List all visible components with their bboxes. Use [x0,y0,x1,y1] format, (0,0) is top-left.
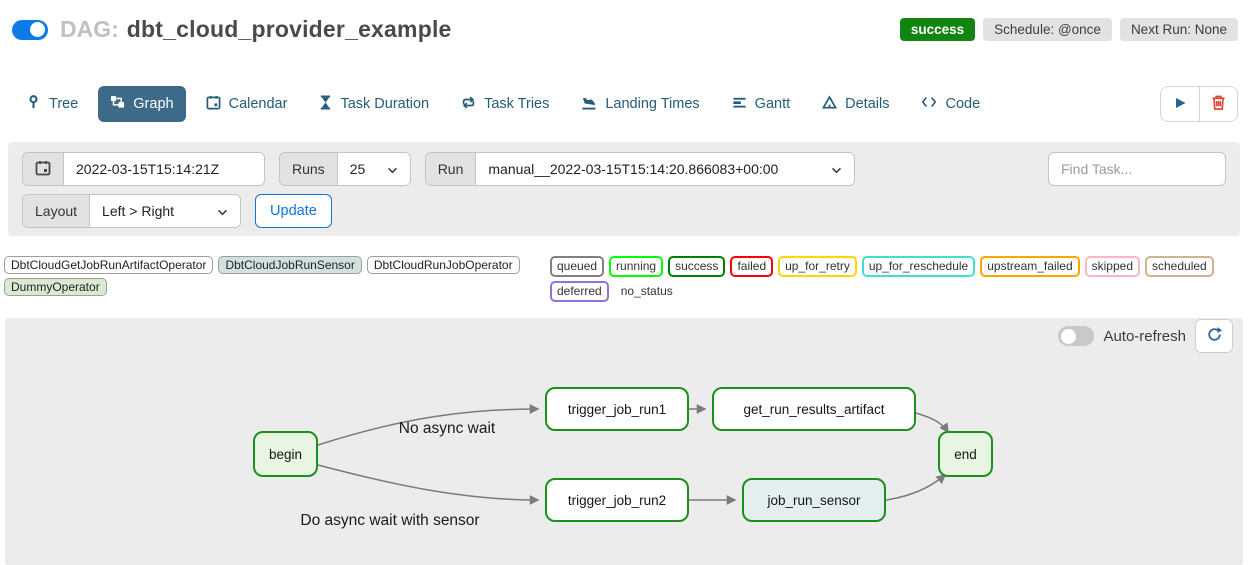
edge-begin-trigger_job_run2 [317,464,540,505]
task-node-end[interactable]: end [938,431,993,477]
tab-calendar[interactable]: Calendar [194,86,300,122]
play-icon [1172,95,1188,114]
graph-icon [110,95,125,114]
schedule-badge: Schedule: @once [983,18,1112,41]
status-legend-badge: success [668,256,726,277]
toggle-knob [30,22,45,37]
status-badge: success [899,18,976,41]
edge-begin-trigger_job_run1 [317,404,540,446]
dag-header: DAG: dbt_cloud_provider_example success … [12,16,1238,43]
status-legend-badge: skipped [1084,256,1140,277]
layout-label: Layout [23,195,91,227]
task-node-trigger_job_run1[interactable]: trigger_job_run1 [545,387,689,431]
view-tabbar: Tree Graph Calendar Task Duration Task T… [14,86,1238,122]
status-legend-badge: up_for_reschedule [861,256,976,277]
tab-details[interactable]: Details [810,86,901,122]
status-legend-badge: running [609,256,664,277]
status-legend-badge: deferred [550,281,609,302]
task-node-get_run_results_artifact[interactable]: get_run_results_artifact [712,387,916,431]
tree-icon [26,94,41,114]
status-legend-badge: failed [730,256,774,277]
layout-select[interactable]: Left > Right [90,195,241,227]
chevron-down-icon [217,203,228,219]
base-date-group [22,152,265,186]
run-group: Run manual__2022-03-15T15:14:20.866083+0… [424,152,856,186]
edge-job_run_sensor-end [885,474,947,501]
edge-label: Do async wait with sensor [300,512,480,529]
tab-code[interactable]: Code [909,86,992,122]
base-date-input[interactable] [64,153,264,185]
edge-label: No async wait [398,420,496,437]
run-label: Run [425,153,477,185]
toggle-knob [1061,328,1077,344]
calendar-icon [206,95,221,114]
dag-graph-panel: Auto-refresh begin trigger_job_run1 get_ru… [5,318,1243,565]
page-title: dbt_cloud_provider_example [126,16,452,42]
hourglass-icon [319,95,332,114]
dag-run-select[interactable]: manual__2022-03-15T15:14:20.866083+00:00 [476,153,855,185]
edge-layer [317,404,949,505]
status-legend-badge: no_status [620,284,673,298]
status-legend-badge: up_for_retry [778,256,857,277]
operator-legend-badge: DbtCloudRunJobOperator [366,256,520,274]
status-legend-badge: upstream_failed [980,256,1080,277]
gantt-icon [732,95,747,114]
calendar-addon [23,153,64,185]
refresh-icon [1206,326,1223,346]
auto-refresh-controls: Auto-refresh [1058,318,1233,354]
tab-tree[interactable]: Tree [14,86,90,122]
dag-action-buttons [1160,86,1238,122]
dag-pause-toggle[interactable] [12,19,48,40]
details-icon [822,94,838,114]
update-button[interactable]: Update [255,194,332,228]
tab-task-tries[interactable]: Task Tries [449,86,561,122]
auto-refresh-label: Auto-refresh [1103,327,1186,345]
layout-group: Layout Left > Right [22,194,242,228]
tab-gantt[interactable]: Gantt [720,86,802,122]
chevron-down-icon [831,161,842,177]
graph-filter-bar: Runs 25 Run manual__2022-03-15T15:14:20.… [8,142,1240,236]
filter-row-1: Runs 25 Run manual__2022-03-15T15:14:20.… [22,152,1226,186]
dag-prefix-label: DAG: [60,16,119,42]
trigger-dag-button[interactable] [1161,87,1199,121]
operator-legend-badge: DummyOperator [4,278,107,296]
task-node-trigger_job_run2[interactable]: trigger_job_run2 [545,478,689,522]
tab-landing-times[interactable]: Landing Times [569,86,711,122]
find-task-input[interactable] [1048,152,1226,186]
repeat-icon [461,95,476,114]
next-run-badge: Next Run: None [1119,18,1238,41]
filter-row-2: Layout Left > Right Update [22,194,1226,228]
landing-plane-icon [581,95,597,114]
delete-dag-button[interactable] [1199,87,1237,121]
status-legend-badge: scheduled [1145,256,1214,277]
refresh-button[interactable] [1195,319,1233,353]
calendar-icon [35,160,51,179]
chevron-down-icon [387,161,398,177]
tab-task-duration[interactable]: Task Duration [307,86,441,122]
num-runs-select[interactable]: 25 [337,153,410,185]
task-node-job_run_sensor[interactable]: job_run_sensor [742,478,886,522]
header-badges: success Schedule: @once Next Run: None [899,18,1238,41]
trash-icon [1211,94,1226,114]
runs-label: Runs [280,153,338,185]
operator-legend-badge: DbtCloudJobRunSensor [218,256,362,274]
status-legend-badge: queued [550,256,605,277]
code-icon [921,95,937,113]
tab-graph[interactable]: Graph [98,86,186,122]
auto-refresh-toggle[interactable] [1058,326,1095,346]
runs-group: Runs 25 [279,152,411,186]
edge-get_run_results_artifact-end [915,412,949,434]
node-layer: begin trigger_job_run1 get_run_results_art… [5,318,1243,565]
operator-legend-badge: DbtCloudGetJobRunArtifactOperator [4,256,214,274]
task-node-begin[interactable]: begin [253,431,318,477]
